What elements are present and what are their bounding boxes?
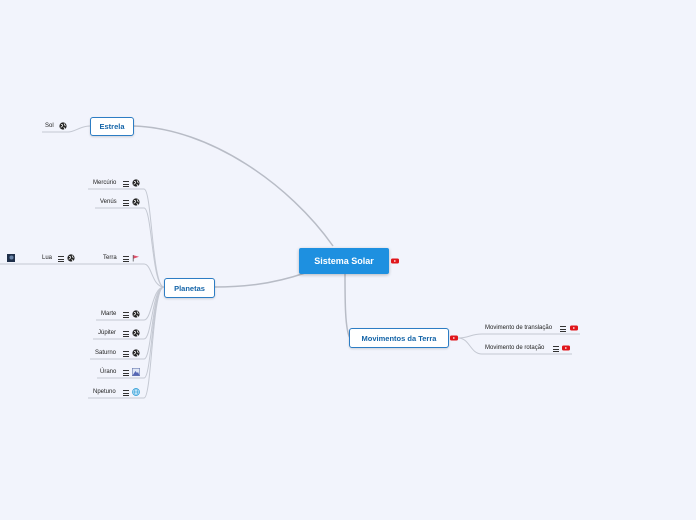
moon-image-icon[interactable] — [7, 254, 15, 262]
connector-planetas-saturno — [90, 286, 165, 360]
leaf-label-jupiter[interactable]: Júpiter — [98, 330, 117, 336]
branch-node-estrela[interactable]: Estrela — [90, 117, 134, 136]
connector-central-estrela — [132, 125, 334, 247]
central-topic-node[interactable]: Sistema Solar — [299, 248, 389, 274]
central-topic-label: Sistema Solar — [314, 256, 374, 266]
leaf-label-urano[interactable]: Úrano — [100, 369, 117, 375]
notes-icon[interactable] — [553, 346, 559, 352]
connector-central-movimentos — [344, 273, 351, 339]
globe-icon[interactable] — [67, 254, 75, 262]
globe-icon[interactable] — [59, 122, 67, 130]
branch-label-movimentos: Movimentos da Terra — [361, 333, 437, 343]
leaf-label-saturno[interactable]: Saturno — [95, 350, 117, 356]
leaf-label-venus[interactable]: Venús — [100, 199, 117, 205]
connector-planetas-netuno — [88, 286, 165, 399]
leaf-label-lua[interactable]: Lua — [42, 255, 53, 261]
notes-icon[interactable] — [123, 256, 129, 262]
leaf-label-marte[interactable]: Marte — [101, 311, 117, 317]
image-icon[interactable] — [132, 368, 140, 376]
globe-icon[interactable] — [132, 310, 140, 318]
branch-label-estrela: Estrela — [99, 122, 125, 131]
connector-planetas-terra — [98, 263, 165, 288]
youtube-video-icon[interactable] — [570, 324, 578, 332]
notes-icon[interactable] — [123, 351, 129, 357]
leaf-label-translacao[interactable]: Movimento de translação — [485, 325, 553, 331]
globe-icon[interactable] — [132, 349, 140, 357]
leaf-label-rotacao[interactable]: Movimento de rotação — [485, 345, 545, 351]
connector-central-planetas — [213, 272, 306, 288]
connector-planetas-venus — [95, 207, 165, 288]
connector-movimentos-translacao — [457, 333, 580, 339]
notes-icon[interactable] — [123, 312, 129, 318]
connector-estrela-sol — [42, 125, 91, 133]
branch-label-planetas: Planetas — [174, 283, 205, 293]
leaf-label-sol[interactable]: Sol — [45, 123, 54, 129]
notes-icon[interactable] — [58, 256, 64, 262]
notes-icon[interactable] — [123, 200, 129, 206]
notes-icon[interactable] — [560, 326, 566, 332]
youtube-video-icon[interactable] — [450, 334, 458, 342]
leaf-label-mercurio[interactable]: Mercúrio — [93, 180, 117, 186]
web-globe-icon[interactable] — [132, 388, 140, 396]
branch-node-planetas[interactable]: Planetas — [164, 278, 215, 298]
globe-icon[interactable] — [132, 329, 140, 337]
connector-planetas-mercurio — [88, 188, 165, 288]
leaf-label-netuno[interactable]: Npetuno — [93, 389, 116, 395]
leaf-label-terra[interactable]: Terra — [103, 255, 117, 261]
connector-movimentos-rotacao — [457, 337, 572, 355]
youtube-video-icon[interactable] — [562, 344, 570, 352]
globe-icon[interactable] — [132, 179, 140, 187]
branch-node-movimentos[interactable]: Movimentos da Terra — [349, 328, 449, 348]
flag-icon[interactable] — [132, 254, 140, 262]
notes-icon[interactable] — [123, 390, 129, 396]
notes-icon[interactable] — [123, 331, 129, 337]
globe-icon[interactable] — [132, 198, 140, 206]
notes-icon[interactable] — [123, 181, 129, 187]
youtube-video-icon[interactable] — [391, 257, 399, 265]
notes-icon[interactable] — [123, 370, 129, 376]
